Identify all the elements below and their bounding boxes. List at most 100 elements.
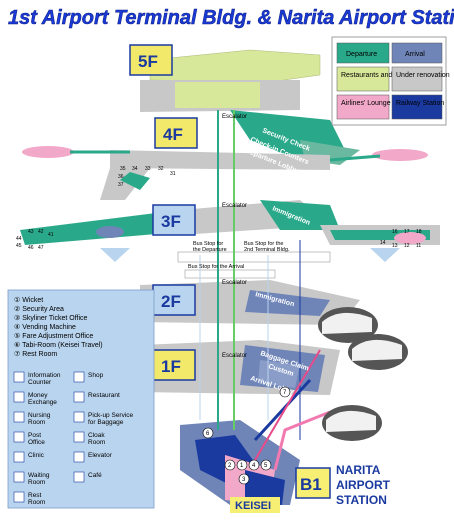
escalator-1f-label: Escalator xyxy=(222,353,247,359)
gate-31: 31 xyxy=(170,171,176,177)
bus-stop-dept-band xyxy=(177,251,331,263)
facility-4-label: 4 xyxy=(252,463,256,469)
facility-3-label: 3 xyxy=(242,477,246,483)
escalator-2f-label: Escalator xyxy=(222,280,247,286)
connector-blue xyxy=(253,378,312,442)
station-name-line3: STATION xyxy=(336,493,387,507)
gate-41: 41 xyxy=(48,232,54,238)
bus-stop-band xyxy=(177,251,331,279)
floor-1f-label: 1F xyxy=(161,357,181,376)
b1-platform-jr xyxy=(245,470,285,505)
facility-marker-2 xyxy=(224,459,236,471)
gate-17: 17 xyxy=(404,229,410,235)
floor-2f-box xyxy=(152,284,196,316)
bus-stop-departure-line1: Bus Stop for xyxy=(193,241,223,247)
legend-restaurants-label: Restaurants and Shops xyxy=(341,72,415,79)
gate-44: 44 xyxy=(16,236,22,242)
info-icon xyxy=(13,371,25,383)
gate-16: 16 xyxy=(392,229,398,235)
facility-marker-3 xyxy=(238,473,250,485)
legend-railway-label: Railway Station xyxy=(396,100,444,107)
floor-2f-label: 2F xyxy=(161,292,181,311)
icon-legend: InformationCounterShopMoneyExchangeResta… xyxy=(13,371,134,506)
map-title: 1st Airport Terminal Bldg. & Narita Airp… xyxy=(8,7,454,29)
station-name-line2: AIRPORT xyxy=(336,478,391,492)
gate-12: 12 xyxy=(404,243,410,249)
3f-triangle-left xyxy=(100,248,130,262)
icon-legend-label: Clinic xyxy=(28,452,45,459)
3f-satellite-dept xyxy=(120,172,150,190)
gate-numbers-upper-left: 35 34 33 32 31 36 37 xyxy=(118,166,176,188)
floor-3f-box xyxy=(152,204,196,236)
icon-legend-label: Post xyxy=(28,432,41,439)
restaurants-4f-area xyxy=(175,82,260,108)
floor-4f-label: 4F xyxy=(163,125,183,144)
gate-34: 34 xyxy=(132,166,138,172)
upper-terminal xyxy=(22,49,428,170)
facility-marker-4 xyxy=(248,459,260,471)
numbered-list-item: ④ Vending Machine xyxy=(14,323,76,331)
icon-legend-label-line2: Counter xyxy=(28,379,52,386)
icon-legend-label: Café xyxy=(88,472,102,479)
icon-legend-label: Nursing xyxy=(28,412,51,419)
legend-lounge-swatch xyxy=(336,94,390,120)
color-legend: Departure Arrival Restaurants and Shops … xyxy=(331,36,450,126)
floor-b1-label: B1 xyxy=(300,475,322,494)
escalator-3f-label: Escalator xyxy=(222,203,247,209)
rest-icon xyxy=(13,491,25,503)
cloak-icon xyxy=(73,431,85,443)
baggage-icon xyxy=(73,411,85,423)
bus-stop-departure-line2: the Departure xyxy=(193,247,227,253)
icon-legend-label-line2: Room xyxy=(28,419,45,426)
station-name-line1: NARITA xyxy=(336,463,381,477)
gate-14: 14 xyxy=(380,240,386,246)
bus-stop-arrival-label: Bus Stop for the Arrival xyxy=(188,264,244,270)
gate-36: 36 xyxy=(118,174,124,180)
icon-legend-label: Restaurant xyxy=(88,392,120,399)
icon-legend-label: Waiting xyxy=(28,472,50,479)
legend-departure-label: Departure xyxy=(346,51,377,58)
3f-triangle-right xyxy=(370,248,400,262)
facility-7-label: 7 xyxy=(283,390,287,396)
lounge-right xyxy=(372,149,428,161)
floor-3f-label: 3F xyxy=(161,212,181,231)
numbered-list-item: ⑥ Tabi-Room (Keisei Travel) xyxy=(14,341,103,349)
gate-18: 18 xyxy=(416,229,422,235)
icon-legend-label: Elevator xyxy=(88,452,113,459)
icon-legend-label: Rest xyxy=(28,492,42,499)
elevator-icon xyxy=(73,451,85,463)
legend-restaurants-swatch xyxy=(336,66,390,92)
shop-icon xyxy=(73,371,85,383)
legend-railway-swatch xyxy=(391,94,443,120)
connector-red xyxy=(254,349,321,461)
facility-marker-1 xyxy=(236,459,248,471)
train-photo-2-body xyxy=(352,339,402,361)
icon-legend-label-line2: Office xyxy=(28,439,45,446)
gate-47: 47 xyxy=(38,245,44,251)
train-photo-3-body xyxy=(326,410,376,432)
facility-marker-7 xyxy=(279,386,291,398)
gate-43: 43 xyxy=(28,229,34,235)
3f-immigration-area xyxy=(260,200,340,230)
legend-arrival-swatch xyxy=(391,42,443,64)
4f-concourse xyxy=(110,150,330,170)
3f-lounge-left xyxy=(96,226,124,238)
facility-markers: 6 2 1 4 5 3 7 xyxy=(202,386,291,485)
train-images xyxy=(318,307,408,441)
gate-32: 32 xyxy=(158,166,164,172)
gate-13: 13 xyxy=(392,243,398,249)
keisei-label: KEISEI xyxy=(235,500,271,512)
gate-33: 33 xyxy=(145,166,151,172)
walkway-right-4f xyxy=(329,154,381,162)
facility-2-label: 2 xyxy=(228,463,232,469)
legend-departure-swatch xyxy=(336,42,390,64)
gate-45: 45 xyxy=(16,243,22,249)
escalator-4f-label: Escalator xyxy=(222,114,247,120)
facility-1-label: 1 xyxy=(240,463,244,469)
station-name: NARITA AIRPORT STATION xyxy=(336,463,391,507)
gate-numbers-right: 16 17 18 14 13 12 11 xyxy=(380,229,422,249)
connector-pink xyxy=(273,410,331,471)
